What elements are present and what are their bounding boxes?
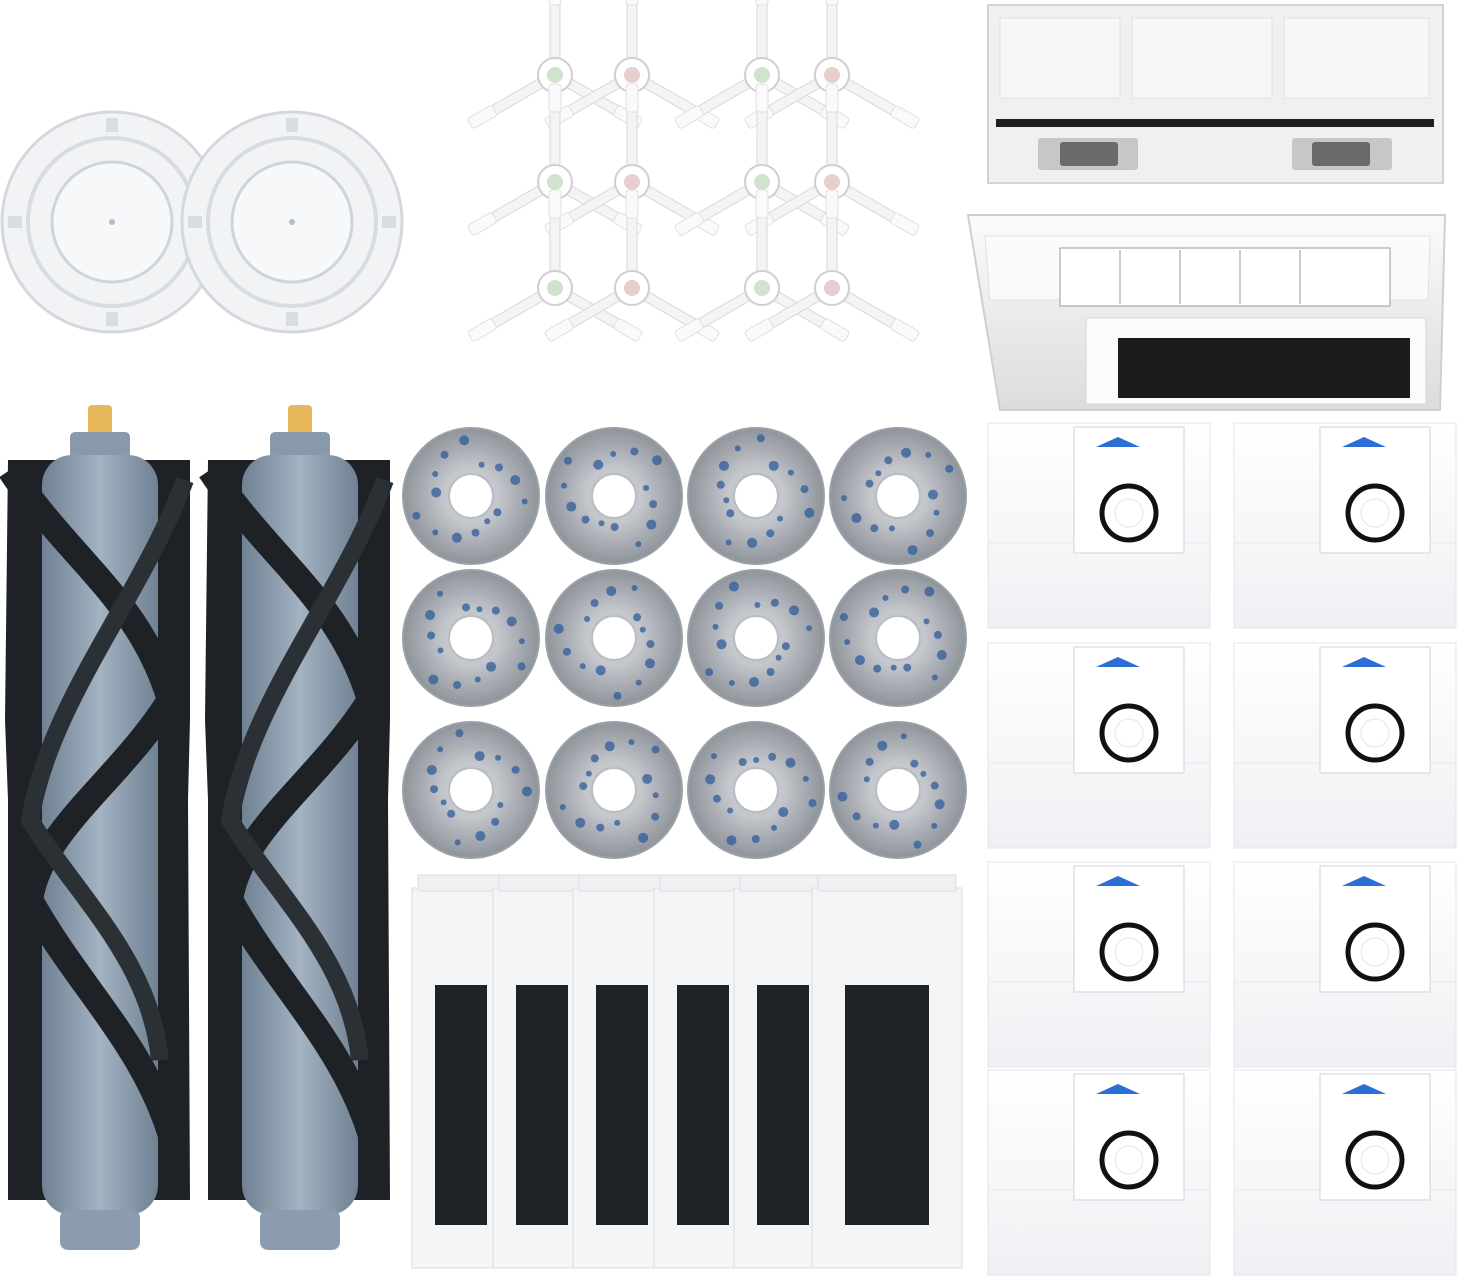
mop-pad [545, 427, 683, 565]
side-brush [674, 0, 850, 129]
side-brush [674, 189, 850, 342]
dust-bag [987, 1069, 1211, 1276]
mop-pad [545, 569, 683, 707]
mop-pads [402, 427, 967, 859]
mop-pad [687, 427, 825, 565]
dust-bag [987, 861, 1211, 1068]
side-brush [744, 189, 920, 342]
mop-holder-plates [0, 110, 404, 334]
mop-pad [829, 569, 967, 707]
hepa-filter [811, 874, 963, 1269]
dustbin-latch [1038, 138, 1138, 170]
dust-bag [1233, 422, 1457, 629]
dustbin-cover [987, 4, 1444, 184]
mop-pad [687, 569, 825, 707]
roller-brush [199, 405, 394, 1250]
mop-pad [402, 427, 540, 565]
mop-pad [687, 721, 825, 859]
side-brush [467, 83, 643, 236]
dust-bags [987, 422, 1457, 1276]
mop-pad [402, 569, 540, 707]
side-brush [467, 189, 643, 342]
mop-pad [829, 427, 967, 565]
hepa-filters [411, 874, 963, 1269]
dustbin-latch [1292, 138, 1392, 170]
roller-brush [0, 405, 194, 1250]
dust-bag [1233, 1069, 1457, 1276]
instruction-label [1059, 247, 1391, 307]
dustbin-filter [1118, 338, 1410, 398]
side-brush [674, 83, 850, 236]
mop-holder-plate [180, 110, 404, 334]
main-roller-brushes [0, 405, 394, 1250]
mop-pad [545, 721, 683, 859]
dust-bag [987, 422, 1211, 629]
mop-pad [402, 721, 540, 859]
mop-holder-plate [0, 110, 224, 334]
dust-bag [1233, 642, 1457, 849]
side-brush [544, 189, 720, 342]
dust-bag [1233, 861, 1457, 1068]
side-brushes [467, 0, 920, 342]
dustbin-box [966, 214, 1447, 411]
dust-bag [987, 642, 1211, 849]
mop-pad [829, 721, 967, 859]
